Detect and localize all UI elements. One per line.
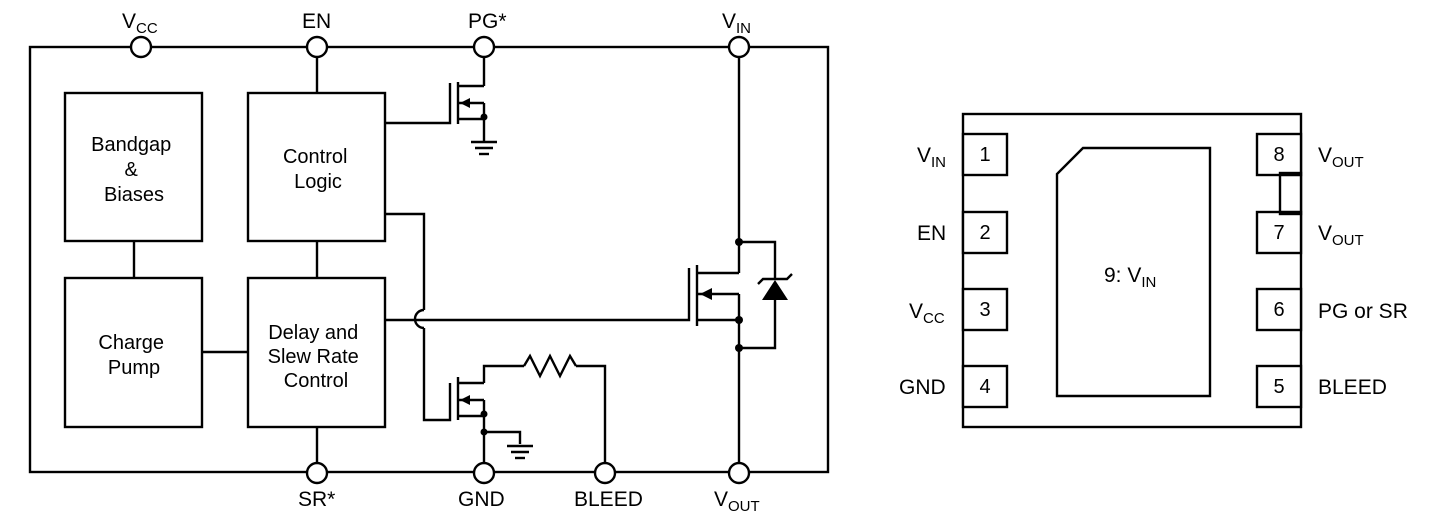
wire-resistor-bleed-pin: [576, 364, 607, 463]
chip-outline: [28, 45, 830, 474]
junction-source: [735, 316, 743, 324]
pin-name-7: VOUT: [1318, 222, 1364, 249]
wire-bleed-drain: [482, 364, 524, 383]
pin-name-1: VIN: [917, 144, 946, 171]
pin-name-4: GND: [899, 376, 946, 399]
control-logic-block: [246, 91, 387, 243]
wire-diode-top: [739, 240, 777, 278]
thermal-pad-label: 9: VIN: [1104, 264, 1156, 291]
pin-name-3: VCC: [909, 300, 945, 327]
terminal-pg: [472, 35, 496, 59]
body-diode: [757, 273, 793, 300]
pin-number-4: 4: [979, 376, 990, 398]
pin-pad-5: [1255, 364, 1303, 409]
pin-name-2: EN: [917, 222, 946, 245]
terminal-bleed: [593, 461, 617, 485]
pin-pad-2: [961, 210, 1009, 255]
package-pinout: 1 2 3 4 8 7 6 5 VIN EN VCC GND VOUT VOUT…: [899, 112, 1408, 429]
pin-number-8: 8: [1273, 144, 1284, 166]
bleed-resistor: [522, 353, 578, 379]
pin-number-5: 5: [1273, 376, 1284, 398]
wire-ground-branch: [484, 430, 522, 444]
pin-label-en: EN: [302, 10, 331, 33]
pin-label-vout: VOUT: [714, 488, 760, 515]
bleed-nmos-transistor: [456, 377, 488, 463]
wire-delay-pass-gate: [385, 268, 691, 322]
wire-bleed-gate-lower: [422, 328, 452, 422]
pin-label-vin: VIN: [722, 10, 751, 37]
pass-nmos-transistor: [695, 265, 739, 326]
control-logic-label: Control Logic: [283, 146, 353, 193]
terminal-gnd: [472, 461, 496, 485]
thermal-pad: [1055, 146, 1212, 398]
pin-label-pg: PG*: [468, 10, 507, 33]
pin-number-1: 1: [979, 144, 990, 166]
bleed-ground-symbol: [507, 444, 533, 460]
pin-label-sr: SR*: [298, 488, 335, 511]
pin-pad-3: [961, 287, 1009, 332]
pin-pad-1: [961, 132, 1009, 177]
wire-control-pg-gate: [385, 83, 452, 125]
pin-name-6: PG or SR: [1318, 300, 1408, 323]
pin-number-3: 3: [979, 299, 990, 321]
pin-name-8: VOUT: [1318, 144, 1364, 171]
pin-label-bleed: BLEED: [574, 488, 643, 511]
terminal-en: [305, 35, 329, 59]
charge-pump-label: Charge Pump: [98, 332, 169, 379]
pin-pad-4: [961, 364, 1009, 409]
pg-nmos-transistor: [456, 57, 488, 142]
terminal-vcc: [129, 35, 153, 59]
pin-name-5: BLEED: [1318, 376, 1387, 399]
pin-label-vcc: VCC: [122, 10, 158, 37]
wire-diode-bottom: [739, 300, 777, 350]
pin-number-6: 6: [1273, 299, 1284, 321]
pin-label-gnd: GND: [458, 488, 505, 511]
pin-number-2: 2: [979, 222, 990, 244]
block-diagram: VCC EN PG* VIN SR* GND BLEED VOUT Bandga…: [28, 10, 830, 515]
terminal-vout: [727, 461, 751, 485]
terminal-sr: [305, 461, 329, 485]
pin-number-7: 7: [1273, 222, 1284, 244]
pin-8-7-bridge: [1278, 171, 1303, 216]
pin-pad-6: [1255, 287, 1303, 332]
pg-ground-symbol: [471, 140, 497, 156]
package-outline: [961, 112, 1303, 429]
delay-slew-label: Delay and Slew Rate Control: [268, 322, 365, 392]
terminal-vin: [727, 35, 751, 59]
wire-control-bleed-gate: [385, 212, 426, 310]
bandgap-label: Bandgap & Biases: [91, 134, 177, 206]
